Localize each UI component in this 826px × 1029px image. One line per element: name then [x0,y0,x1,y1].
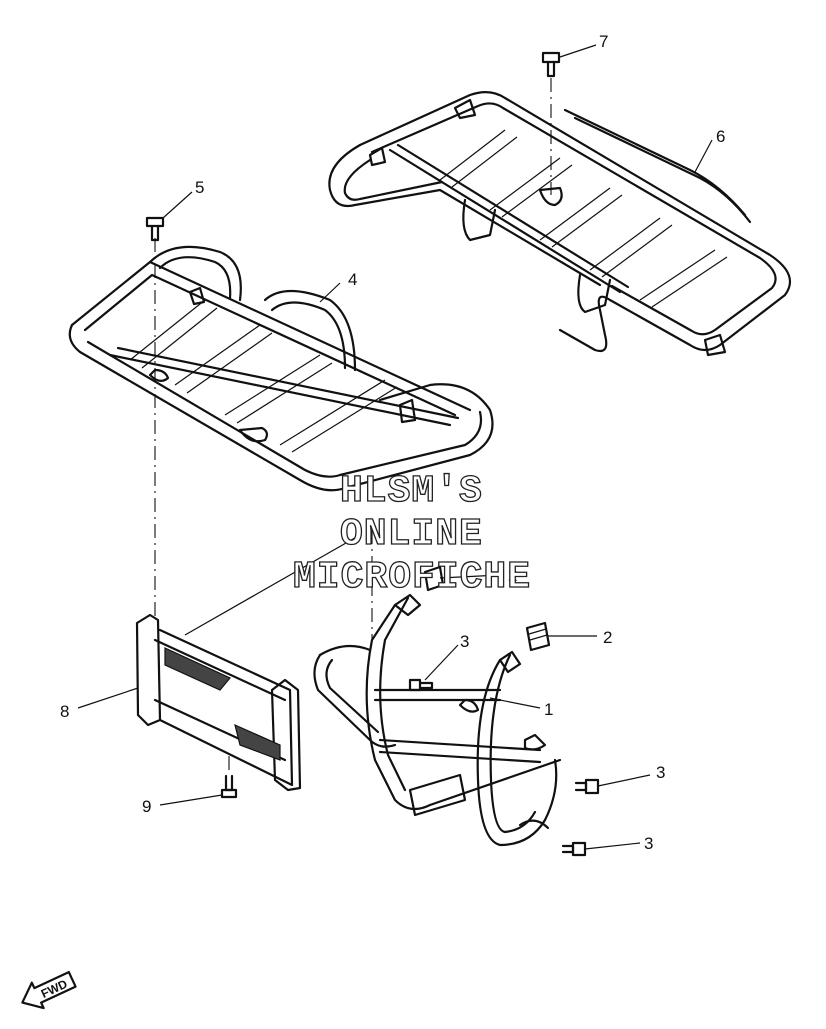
front-guard [313,593,562,847]
callout-numbers: 1 2 2 3 3 3 4 5 6 7 8 9 [60,32,725,853]
callout-2a: 2 [508,566,517,585]
bolt-7 [541,51,561,78]
watermark-line-1: HLSM'S [339,469,483,513]
bolt-3a [408,678,434,692]
grommet-2a [423,565,445,592]
callout-9: 9 [142,797,151,816]
grommet-2b [525,621,551,652]
callout-3a: 3 [460,632,469,651]
callout-8: 8 [60,702,69,721]
watermark-line-3: MICROFICHE [292,555,532,599]
bolt-5 [145,216,165,242]
rear-carrier [328,91,792,357]
bolt-3c [561,841,587,857]
callout-5: 5 [195,178,204,197]
callout-3c: 3 [644,834,653,853]
grille-panel [135,613,302,792]
callout-4: 4 [348,270,357,289]
callout-3b: 3 [656,763,665,782]
leader-lines [77,44,713,850]
fwd-arrow: FWD [21,970,77,1010]
front-carrier [68,245,494,492]
callout-2b: 2 [603,628,612,647]
bolt-3b [574,778,600,795]
callout-1: 1 [544,700,553,719]
bolt-9 [220,774,238,799]
callout-7: 7 [599,32,608,51]
watermark-line-2: ONLINE [339,512,483,556]
callout-6: 6 [716,127,725,146]
alignment-lines [154,78,552,770]
